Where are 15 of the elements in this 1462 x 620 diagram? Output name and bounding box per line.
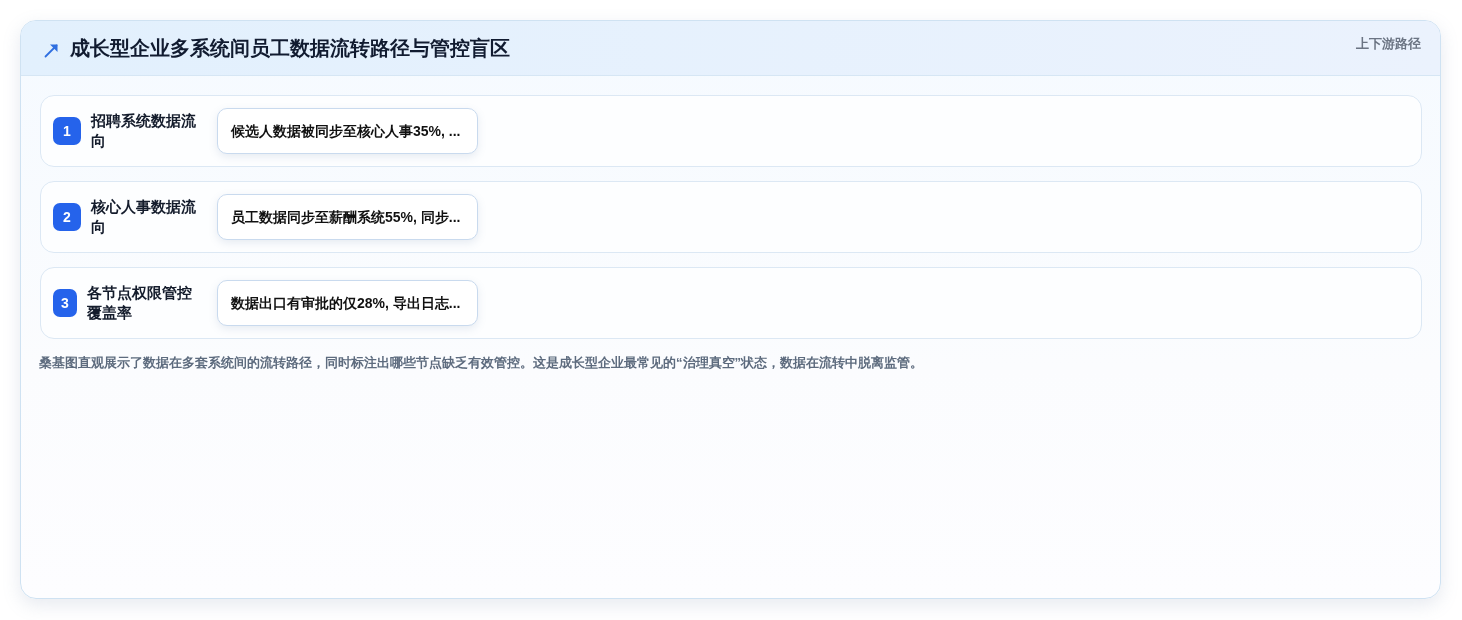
flow-row xyxy=(40,267,1422,339)
step-number: 3 xyxy=(53,289,77,317)
caption: 桑基图直观展示了数据在多套系统间的流转路径，同时标注出哪些节点缺乏有效管控。这是成长型企业最常见的“治理真空”状态，数据在流转中脱离监管。 xyxy=(39,354,923,371)
summary-pill: 候选人数据被同步至核心人事35%, ... xyxy=(217,108,478,154)
step-number: 1 xyxy=(53,117,81,145)
row-heading: 核心人事数据流向 xyxy=(91,197,197,237)
step-number: 2 xyxy=(53,203,81,231)
chart-title: 成长型企业多系统间员工数据流转路径与管控盲区 xyxy=(70,36,510,60)
row-heading: 招聘系统数据流向 xyxy=(91,111,197,151)
flow-row xyxy=(40,181,1422,253)
header-note: 上下游路径 xyxy=(1356,36,1421,52)
summary-pill: 数据出口有审批的仅28%, 导出日志... xyxy=(217,280,478,326)
row-heading: 各节点权限管控覆盖率 xyxy=(87,283,193,323)
summary-pill: 员工数据同步至薪酬系统55%, 同步... xyxy=(217,194,478,240)
flow-row xyxy=(40,95,1422,167)
